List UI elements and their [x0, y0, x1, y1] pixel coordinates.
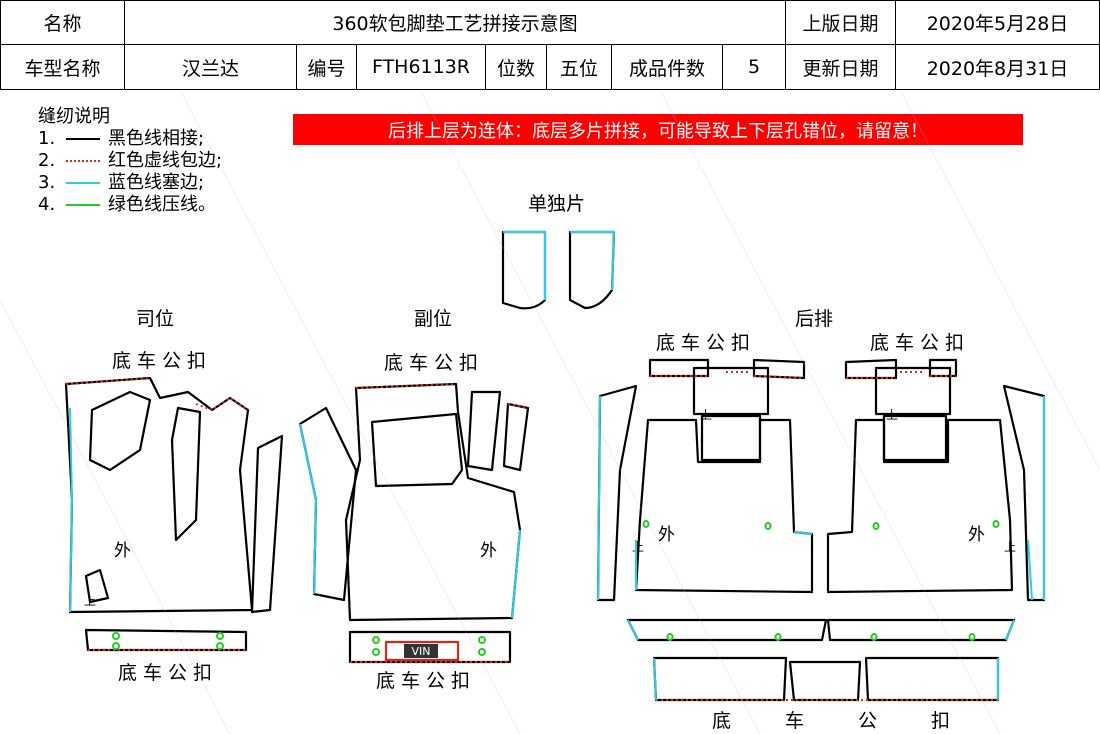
blue-edge	[597, 395, 601, 601]
red-dotted-line-swatch	[66, 160, 100, 162]
section-single: 单独片	[528, 193, 586, 215]
green-mark	[478, 648, 486, 656]
green-mark	[870, 633, 878, 641]
green-mark	[372, 636, 380, 644]
buckle-label-driver-bottom: 底车公扣	[118, 662, 219, 684]
blue-edge	[627, 619, 639, 641]
section-driver: 司位	[136, 308, 175, 330]
green-mark	[372, 648, 380, 656]
rear-right-mat	[826, 418, 1014, 594]
buckle-label-passenger-top: 底车公扣	[384, 352, 485, 374]
buckle-label-rear-left: 底车公扣	[656, 332, 757, 354]
blue-edge	[793, 531, 813, 535]
driver-bottom-strip	[84, 628, 248, 652]
blue-edge	[1027, 539, 1033, 601]
outside-label-driver: 外	[114, 541, 131, 561]
green-mark	[666, 633, 674, 641]
green-mark	[764, 522, 772, 530]
rear-right-bottom-panel	[864, 656, 1000, 702]
legend-title: 缝纫说明	[38, 106, 110, 127]
legend-num: 4.	[38, 194, 56, 215]
blue-edge	[653, 657, 657, 701]
rear-left-side-strip	[596, 384, 638, 602]
rear-left-console-lower	[700, 414, 762, 462]
legend-item: 3. 蓝色线塞边;	[38, 172, 222, 194]
passenger-right-strip	[502, 402, 530, 472]
passenger-bottom-strip	[348, 630, 512, 664]
green-mark	[642, 520, 650, 528]
red-edge	[65, 377, 151, 385]
green-mark	[872, 522, 880, 530]
green-mark	[216, 642, 224, 650]
rear-right-console	[874, 366, 952, 416]
legend-item: 2. 红色虚线包边;	[38, 150, 222, 172]
vin-window	[384, 640, 460, 662]
rear-left-top-strip	[648, 358, 710, 378]
rear-right-bottom-strip	[826, 618, 1016, 642]
section-rear: 后排	[795, 308, 834, 330]
buckle-label-driver-top: 底车公扣	[112, 350, 213, 372]
single-piece-left	[501, 230, 547, 310]
rear-left-bottom-strip	[626, 618, 828, 642]
blue-line-swatch	[66, 182, 100, 184]
legend-text: 红色虚线包边;	[108, 150, 223, 171]
driver-mat-inner-heel	[88, 390, 152, 472]
blue-edge	[503, 231, 546, 300]
rear-right-side-strip	[1002, 384, 1046, 602]
outside-label-rear-left: 外	[658, 525, 675, 545]
blue-edge	[1005, 619, 1015, 641]
rear-right-top-strip	[844, 358, 898, 380]
green-line-swatch	[66, 204, 100, 206]
green-mark	[992, 520, 1000, 528]
rear-right-console-lower	[882, 414, 948, 462]
red-edge	[753, 375, 805, 379]
legend-text: 蓝色线塞边;	[108, 172, 205, 193]
single-piece-right	[568, 230, 616, 310]
red-edge	[507, 403, 529, 409]
buckle-label-rear-bottom: 底车公扣	[712, 710, 1005, 732]
legend-num: 2.	[38, 150, 56, 171]
blue-edge	[511, 529, 521, 619]
red-edge	[355, 383, 457, 389]
green-mark	[478, 636, 486, 644]
driver-mat-inner-strip	[170, 406, 202, 542]
green-mark	[968, 633, 976, 641]
outside-label-passenger: 外	[480, 541, 497, 561]
driver-mat-outline	[64, 376, 254, 614]
legend-item: 4. 绿色线压线。	[38, 194, 222, 216]
rear-left-bottom-panel	[652, 656, 788, 702]
green-mark	[774, 633, 782, 641]
vin-label: VIN	[404, 644, 438, 658]
rear-left-mat	[634, 418, 814, 594]
rear-center-bottom-panel	[788, 660, 862, 702]
passenger-mat-inner	[370, 412, 464, 488]
driver-side-strip	[250, 434, 284, 614]
passenger-inner-strip	[466, 390, 502, 472]
green-mark	[216, 632, 224, 640]
green-mark	[112, 632, 120, 640]
passenger-mat-outline	[344, 382, 522, 622]
legend-num: 1.	[38, 128, 56, 149]
legend-item: 1. 黑色线相接;	[38, 128, 222, 150]
header-table: 名称 360软包脚垫工艺拼接示意图 上版日期 2020年5月28日 车型名称 汉…	[0, 0, 1100, 90]
legend-text: 黑色线相接;	[108, 128, 205, 149]
legend-text: 绿色线压线。	[108, 194, 216, 215]
black-line-swatch	[66, 138, 100, 140]
buckle-label-passenger-bottom: 底车公扣	[376, 670, 477, 692]
buckle-label-rear-right: 底车公扣	[870, 332, 971, 354]
outside-label-rear-right: 外	[968, 525, 985, 545]
driver-mat-notch	[84, 568, 110, 604]
passenger-side-strip	[298, 406, 358, 602]
rear-left-console	[692, 366, 770, 416]
warning-banner: 后排上层为连体：底层多片拼接，可能导致上下层孔错位，请留意！	[293, 114, 1023, 145]
green-mark	[112, 642, 120, 650]
blue-edge	[570, 231, 616, 291]
section-passenger: 副位	[414, 308, 453, 330]
stitch-legend: 缝纫说明 1. 黑色线相接; 2. 红色虚线包边; 3. 蓝色线塞边; 4. 绿…	[38, 106, 222, 216]
blue-edge	[69, 407, 74, 613]
blue-edge	[299, 423, 318, 595]
legend-num: 3.	[38, 172, 56, 193]
